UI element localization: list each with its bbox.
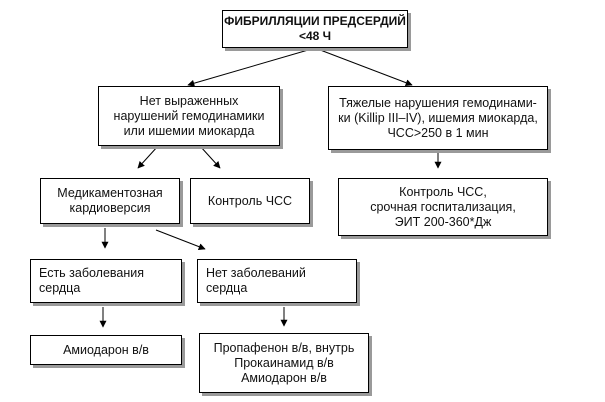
node-text-line: сердца (206, 281, 248, 295)
node-antiarrhythmic-drugs: Пропафенон в/в, внутрь Прокаинамид в/в А… (199, 333, 369, 393)
node-heart-disease-present: Есть заболевания сердца (30, 259, 182, 303)
node-no-heart-disease: Нет заболеваний сердца (197, 259, 357, 303)
arrow-root-to-no-disorders (187, 47, 316, 87)
node-text-line: Контроль ЧСС (207, 193, 293, 208)
node-hospitalization-eit: Контроль ЧСС, срочная госпитализация, ЭИ… (338, 178, 548, 236)
node-text-line: Пропафенон в/в, внутрь (213, 340, 355, 355)
node-text-line: Нет заболеваний (206, 266, 306, 280)
node-text-line: Прокаинамид в/в (234, 355, 334, 370)
node-amiodarone-iv: Амиодарон в/в (30, 335, 182, 365)
node-text-line: кардиоверсия (69, 201, 151, 215)
node-severe-hemodynamic-disorders: Тяжелые нарушения гемодинами- ки (Killip… (328, 86, 548, 150)
node-text-line: или ишемии миокарда (123, 123, 255, 138)
node-heart-rate-control: Контроль ЧСС (190, 178, 310, 224)
arrow-cardioversion-to-no-heart-disease (155, 229, 206, 250)
node-text-line: Медикаментозная (57, 186, 163, 200)
node-text-line: ФИБРИЛЛЯЦИИ ПРЕДСЕРДИЙ (224, 14, 406, 28)
arrow-root-to-severe (314, 47, 413, 87)
arrow-no-disorders-to-cardioversion (137, 145, 159, 169)
node-medical-cardioversion: Медикаментозная кардиоверсия (40, 178, 180, 224)
arrow-no-disorders-to-hr-control (199, 145, 221, 169)
node-text-line: Нет выраженных (139, 93, 239, 108)
node-text-line: ЧСС>250 в 1 мин (387, 125, 489, 140)
node-text-line: срочная госпитализация, (370, 199, 516, 214)
node-text-line: ЭИТ 200-360*Дж (394, 214, 492, 229)
node-text-line: ки (Killip III–IV), ишемия миокарда, (338, 110, 538, 125)
node-text-line: сердца (39, 281, 81, 295)
node-no-hemodynamic-disorders: Нет выраженных нарушений гемодинамики ил… (98, 86, 280, 146)
node-text-line: Амиодарон в/в (241, 370, 327, 385)
node-af-under-48h: ФИБРИЛЛЯЦИИ ПРЕДСЕРДИЙ <48 Ч (222, 10, 408, 48)
node-text-line: Амиодарон в/в (63, 342, 149, 357)
node-text-line: Тяжелые нарушения гемодинами- (339, 95, 537, 110)
node-text-line: <48 Ч (298, 29, 332, 43)
node-text-line: Есть заболевания (39, 266, 145, 280)
node-text-line: Контроль ЧСС, (399, 184, 487, 199)
node-text-line: нарушений гемодинамики (113, 108, 265, 123)
